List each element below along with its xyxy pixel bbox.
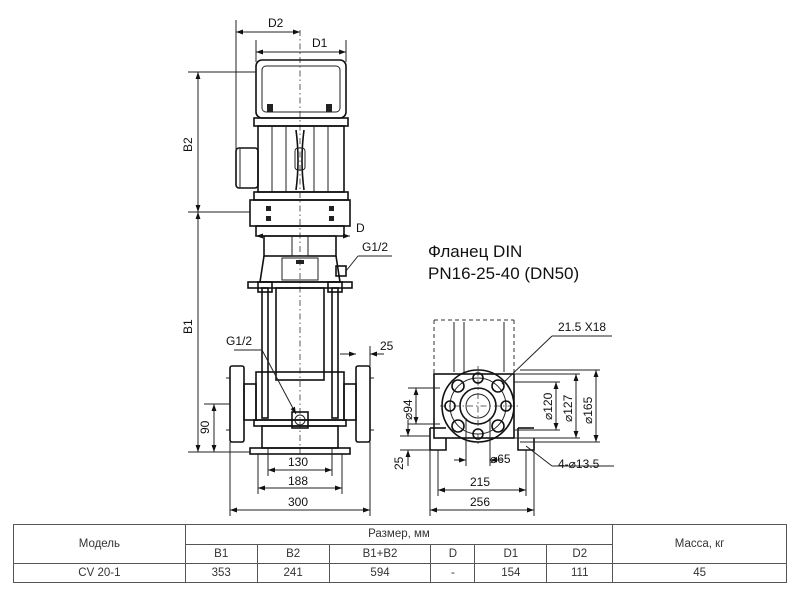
header-model: Модель bbox=[13, 524, 186, 564]
cell-b1-b2: 594 bbox=[328, 563, 432, 583]
header-size: Размер, мм bbox=[184, 524, 614, 545]
label-256: 256 bbox=[470, 495, 490, 509]
label-d1: D1 bbox=[312, 36, 328, 50]
col-b1-b2: B1+B2 bbox=[328, 543, 432, 564]
cell-mass: 45 bbox=[612, 563, 787, 583]
label-300: 300 bbox=[288, 495, 308, 509]
col-b1: B1 bbox=[184, 543, 258, 564]
label-90: 90 bbox=[198, 420, 212, 434]
label-b1: B1 bbox=[181, 319, 195, 334]
pump-dimension-drawing: D2 D1 B2 B1 D G1/2 G1/2 25 90 bbox=[181, 16, 614, 516]
label-dia-94: ⌀94 bbox=[401, 399, 415, 420]
flange-detail-view: Фланец DIN PN16-25-40 (DN50) bbox=[392, 242, 614, 516]
label-holes: 21.5 X18 bbox=[558, 320, 606, 334]
specification-table: Модель Размер, мм Масса, кг B1 B2 B1+B2 … bbox=[13, 524, 787, 583]
label-130: 130 bbox=[288, 455, 308, 469]
col-d: D bbox=[430, 543, 476, 564]
header-mass: Масса, кг bbox=[612, 524, 787, 564]
label-215: 215 bbox=[470, 475, 490, 489]
flange-title-line2: PN16-25-40 (DN50) bbox=[428, 264, 579, 283]
label-g12-top: G1/2 bbox=[362, 240, 388, 254]
label-25-flange: 25 bbox=[380, 339, 394, 353]
col-b2: B2 bbox=[256, 543, 330, 564]
label-bolt-holes: 4-⌀13.5 bbox=[558, 457, 600, 471]
label-d2: D2 bbox=[268, 16, 284, 30]
flange-title-line1: Фланец DIN bbox=[428, 242, 522, 261]
col-d1: D1 bbox=[474, 543, 548, 564]
cell-d1: 154 bbox=[474, 563, 548, 583]
label-188: 188 bbox=[288, 474, 308, 488]
cell-b2: 241 bbox=[256, 563, 330, 583]
label-dia-165: ⌀165 bbox=[581, 396, 595, 424]
label-dia-65: ⌀65 bbox=[490, 452, 511, 466]
table-row: CV 20-1 353 241 594 - 154 111 45 bbox=[13, 563, 787, 583]
label-d: D bbox=[356, 221, 365, 235]
label-25-base: 25 bbox=[392, 456, 406, 470]
cell-d2: 111 bbox=[546, 563, 614, 583]
cell-model: CV 20-1 bbox=[13, 563, 186, 583]
label-dia-120: ⌀120 bbox=[541, 392, 555, 420]
label-g12-left: G1/2 bbox=[226, 334, 252, 348]
label-dia-127: ⌀127 bbox=[561, 394, 575, 422]
pump-side-view: D2 D1 B2 B1 D G1/2 G1/2 25 90 bbox=[181, 16, 394, 516]
cell-d: - bbox=[430, 563, 476, 583]
cell-b1: 353 bbox=[184, 563, 258, 583]
col-d2: D2 bbox=[546, 543, 614, 564]
label-b2: B2 bbox=[181, 137, 195, 152]
